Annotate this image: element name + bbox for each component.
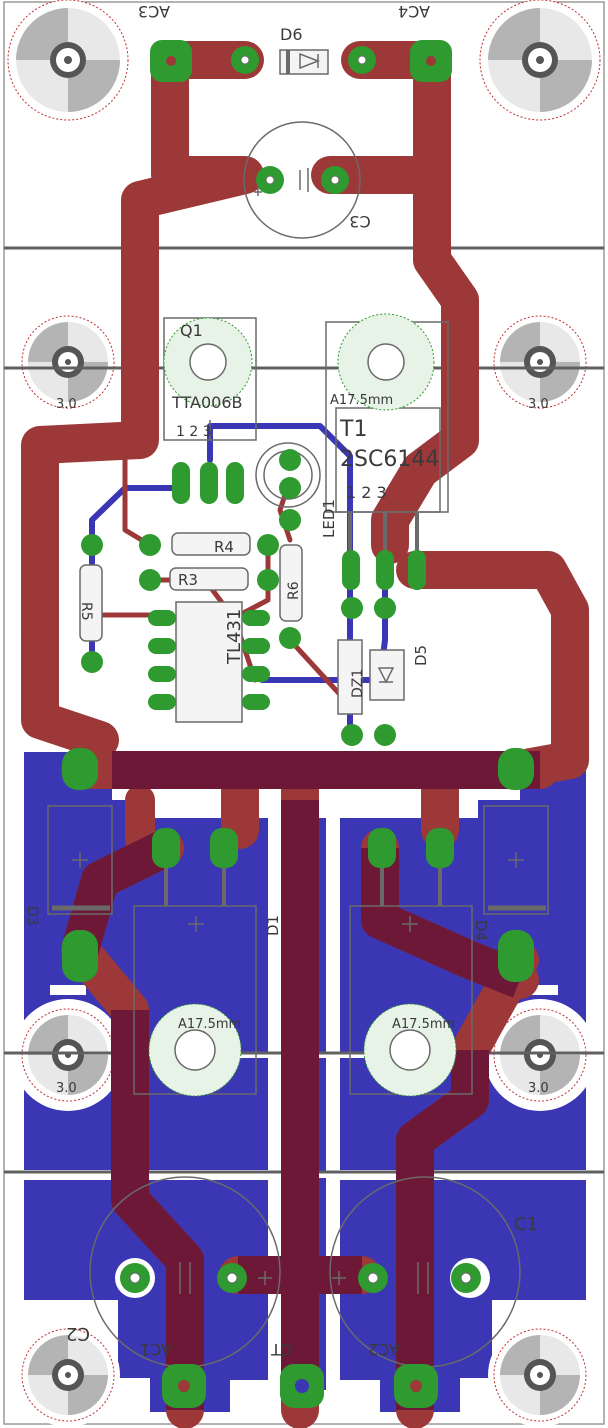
label-r5: R5 — [78, 602, 94, 621]
label-a17-5mm-left: A17.5mm — [178, 1017, 241, 1032]
label-ac1: AC1 — [140, 1340, 172, 1359]
mount-hole-mid-left — [21, 315, 115, 409]
polarity-marks — [52, 50, 546, 1294]
overlap-regions — [61, 751, 540, 1410]
r5-outline — [79, 564, 103, 642]
label-d4: D4 — [472, 920, 490, 941]
label-d3: D3 — [24, 906, 40, 926]
label-a17-5mm-top: A17.5mm — [330, 393, 393, 408]
pad-t1-3 — [408, 550, 426, 590]
label-r6: R6 — [286, 581, 302, 600]
label-tta006b: TTA006B — [171, 393, 242, 412]
label-r4: R4 — [214, 538, 234, 556]
label-q1-pins: 1 2 3 — [176, 424, 212, 440]
r6-outline — [279, 544, 303, 622]
label-ac4: AC4 — [398, 2, 430, 21]
d5-outline — [369, 649, 405, 701]
heatsink-holes — [148, 313, 457, 1097]
pad-q1-2 — [200, 462, 218, 504]
label-t1: T1 — [339, 417, 367, 442]
drill-holes — [166, 56, 436, 1392]
label-ac2: AC2 — [368, 1340, 400, 1359]
label-a17-5mm-right: A17.5mm — [392, 1017, 455, 1032]
silkscreen — [47, 49, 549, 1368]
pad-led1-1 — [279, 449, 301, 471]
d4-outline — [483, 805, 549, 915]
label-t1-pins: 1 2 3 — [346, 483, 387, 502]
mount-hole-low-left — [21, 1008, 115, 1102]
pad-q1-3 — [226, 462, 244, 504]
label-c1: C1 — [514, 1214, 538, 1235]
label-d6: D6 — [280, 25, 303, 44]
dz1-outline — [337, 639, 363, 715]
mounting-holes — [7, 0, 601, 1422]
led1-outline — [255, 442, 321, 508]
r4-outline — [171, 532, 251, 556]
pad-led1-2 — [279, 477, 301, 499]
label-r3: R3 — [178, 571, 198, 589]
label-d5: D5 — [412, 645, 430, 666]
pad-t1-1 — [342, 550, 360, 590]
labels: AC3 AC4 D6 C3 Q1 TTA006B 1 2 3 T1 2SC614… — [24, 2, 549, 1359]
mount-hole-bottom-left — [21, 1328, 115, 1422]
mount-hole-top-left — [7, 0, 129, 121]
label-ac3: AC3 — [138, 2, 170, 21]
label-ct: CT — [271, 1340, 292, 1359]
mount-hole-top-right — [479, 0, 601, 121]
label-q1: Q1 — [180, 321, 203, 340]
label-led1: LED1 — [320, 499, 338, 538]
label-c3: C3 — [349, 212, 370, 231]
mount-hole-low-right — [493, 1008, 587, 1102]
label-mount-mid-right: 3.0 — [528, 397, 549, 412]
label-mount-low-right: 3.0 — [528, 1081, 549, 1096]
u1-outline — [175, 601, 243, 723]
c3-outline — [243, 121, 361, 239]
label-c2: C2 — [66, 1323, 90, 1344]
label-mount-low-left: 3.0 — [56, 1081, 77, 1096]
label-mount-mid-left: 3.0 — [56, 397, 77, 412]
label-t1-part: 2SC6144 — [340, 447, 439, 472]
pads — [62, 40, 534, 1408]
pad-q1-1 — [172, 462, 190, 504]
label-dz1: DZ1 — [350, 669, 366, 698]
d3-outline — [47, 805, 113, 915]
label-u1: TL431 — [224, 609, 245, 665]
pad-t1-2 — [376, 550, 394, 590]
mount-hole-bottom-right — [493, 1328, 587, 1422]
mount-hole-mid-right — [493, 315, 587, 409]
r3-outline — [169, 567, 249, 591]
label-d1: D1 — [264, 915, 282, 936]
